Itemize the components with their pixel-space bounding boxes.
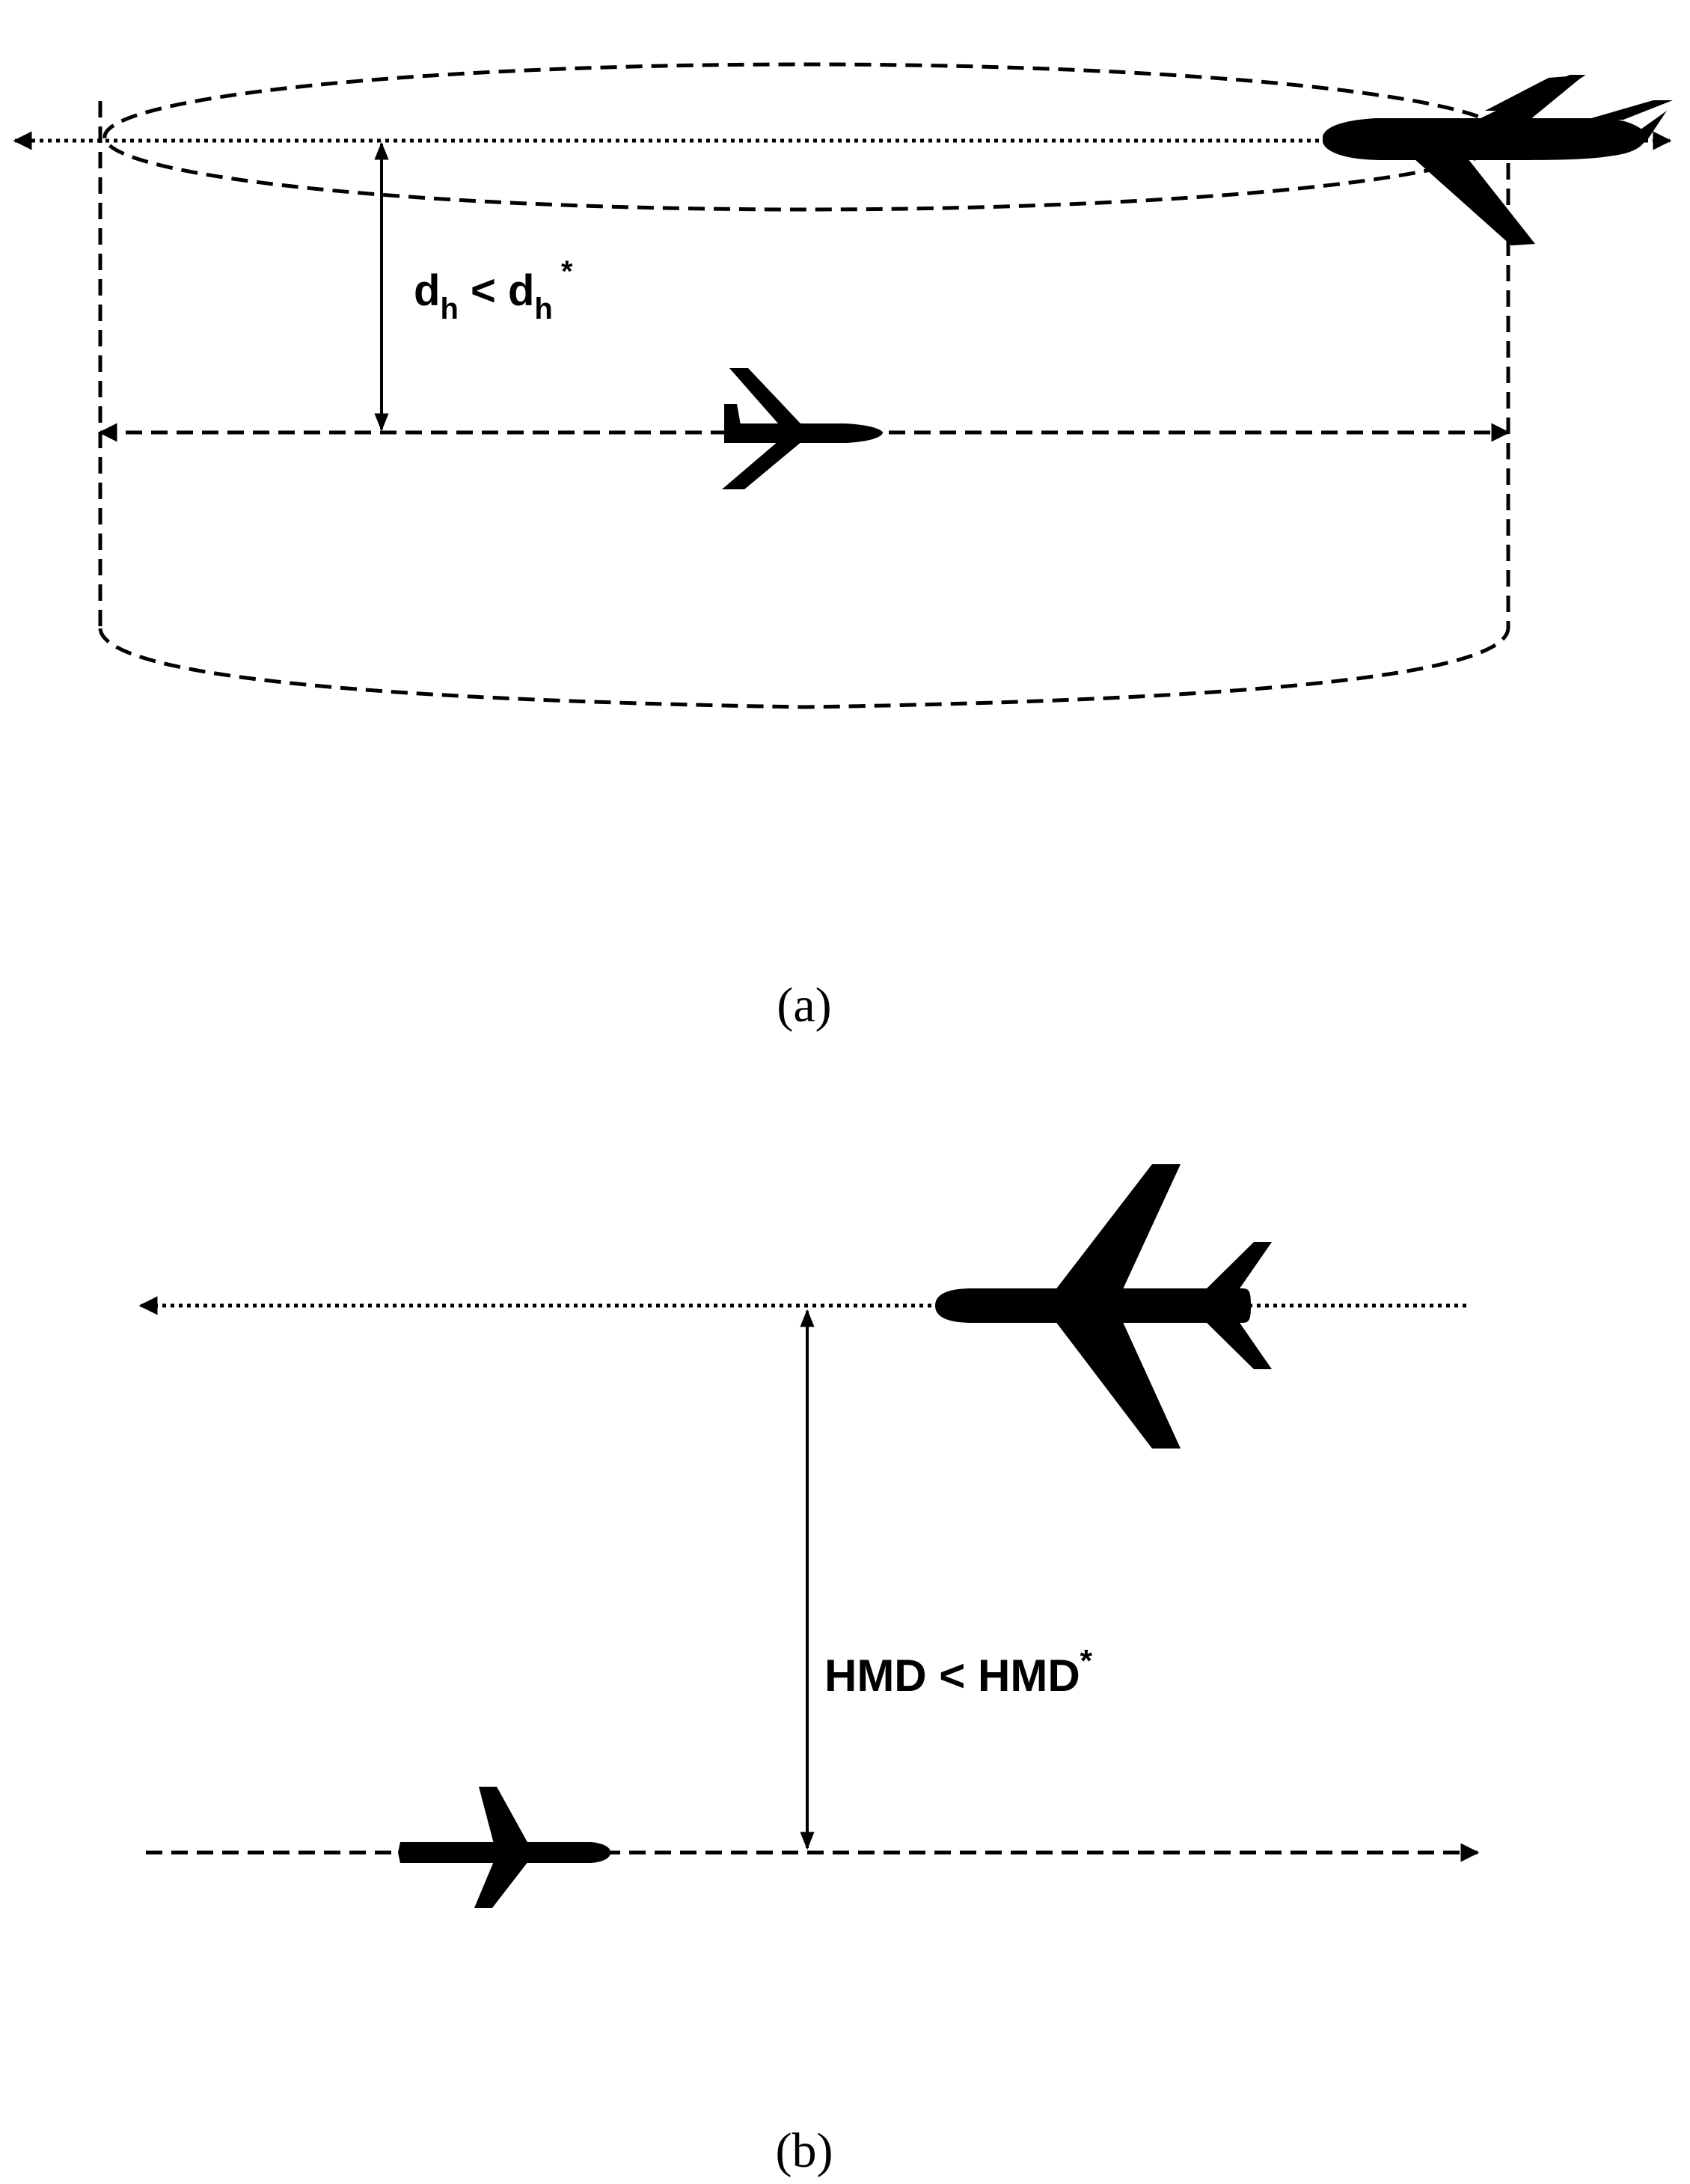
caption-b: (b) xyxy=(776,2123,833,2178)
panel-a: dh < dh * xyxy=(13,62,1673,1033)
intruder-aircraft-icon xyxy=(1323,75,1673,245)
panel-b: HMD < HMD* (b) xyxy=(138,1164,1480,2178)
intruder-airliner-icon xyxy=(935,1164,1272,1449)
cylinder-top-ellipse xyxy=(102,62,1509,212)
vertical-separation-label: dh < dh * xyxy=(414,255,573,325)
hmd-label: HMD < HMD* xyxy=(824,1643,1093,1701)
cylinder-bottom-arc xyxy=(98,628,1510,709)
caption-a: (a) xyxy=(777,978,831,1033)
ownship-drone-icon xyxy=(722,368,883,489)
ownship-drone-b-icon xyxy=(398,1787,610,1908)
